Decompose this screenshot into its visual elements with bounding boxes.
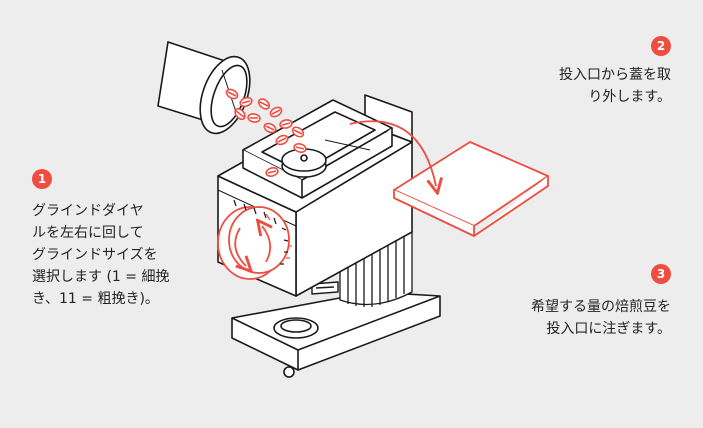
coffee-bean-icon — [225, 88, 239, 100]
step-3-badge: 3 — [651, 264, 671, 284]
bean-jar — [157, 40, 251, 135]
coffee-bean-icon — [257, 98, 271, 110]
grinder-column — [339, 230, 413, 307]
step-3-line: 投入口に注ぎます。 — [546, 321, 671, 337]
step-2-text: 投入口から蓋を取 り外します。 — [559, 64, 671, 108]
coffee-beans — [225, 88, 307, 177]
coffee-bean-icon — [234, 107, 246, 121]
spout — [311, 281, 339, 295]
coffee-bean-icon — [293, 143, 307, 153]
step-1-text: グラインドダイヤ ルを左右に回して グラインドサイズを 選択します (1 = 細… — [32, 200, 169, 310]
coffee-bean-icon — [279, 119, 293, 129]
dial-scale — [233, 199, 289, 265]
coffee-bean-icon — [269, 106, 283, 118]
step-1-line: グラインドダイヤ — [32, 203, 144, 219]
coffee-bean-icon — [291, 126, 305, 138]
coffee-bean-icon — [275, 134, 289, 146]
step-2-badge: 2 — [651, 36, 671, 56]
step-1-badge: 1 — [32, 169, 52, 189]
hopper-knob — [281, 148, 327, 178]
grinder-base — [231, 291, 441, 378]
dial-red-ticks — [265, 213, 292, 259]
lid-icon — [393, 141, 549, 237]
step-3-text: 希望する量の焙煎豆を 投入口に注ぎます。 — [531, 296, 671, 340]
step-1-line: グラインドサイズを — [32, 247, 158, 263]
rotate-arrow-icon — [234, 226, 270, 266]
step-3-line: 希望する量の焙煎豆を — [531, 299, 671, 315]
coffee-cup-icon — [273, 317, 319, 339]
coffee-bean-icon — [247, 113, 261, 123]
lid-removal-arrow — [349, 120, 436, 186]
step-2-line: 投入口から蓋を取 — [559, 67, 671, 83]
step-1-line: き、11 = 粗挽き)。 — [32, 291, 159, 307]
step-1-line: 選択します (1 = 細挽 — [32, 269, 170, 285]
step-1-line: ルを左右に回して — [32, 225, 144, 241]
coffee-bean-icon — [263, 122, 277, 134]
coffee-bean-icon — [239, 96, 253, 108]
coffee-bean-icon — [265, 167, 279, 177]
step-2-line: り外します。 — [588, 89, 671, 105]
